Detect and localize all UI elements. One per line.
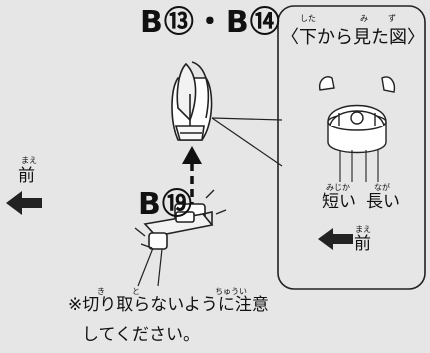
inset-guide-lines	[339, 150, 379, 182]
lower-part-label: B⑲	[138, 187, 193, 222]
note-furigana-ki: き	[97, 287, 105, 296]
bottom-view-panel	[277, 5, 426, 290]
bottom-view-furigana-shita: した	[300, 14, 316, 23]
left-front-arrow	[6, 191, 42, 215]
lower-part-drawing	[143, 203, 214, 250]
note-line-1: ※切り取らないように注意	[68, 295, 269, 315]
note-leader-lines	[137, 247, 163, 287]
left-front-furigana: まえ	[21, 156, 37, 165]
note-furigana-to: と	[132, 287, 140, 296]
left-front-label: 前	[18, 166, 35, 186]
inset-front-furigana: まえ	[355, 225, 371, 234]
short-label-furigana: みじか	[326, 183, 350, 192]
motion-marks	[134, 189, 227, 249]
long-label-furigana: なが	[374, 183, 390, 192]
long-label: 長い	[366, 192, 400, 212]
note-furigana-chuui: ちゅうい	[215, 287, 247, 296]
upper-part-drawing	[171, 61, 213, 141]
inset-front-label: 前	[354, 234, 371, 254]
note-line-2: してください。	[82, 325, 200, 345]
inset-front-arrow	[318, 228, 353, 250]
leader-lines	[211, 117, 283, 167]
upper-part-label: B⑬・B⑭	[140, 5, 281, 40]
bottom-view-furigana-zu: ず	[388, 14, 396, 23]
bottom-view-heading: 〈下から見た図〉	[281, 27, 425, 48]
bottom-view-drawing	[318, 76, 396, 154]
assembly-arrow	[182, 146, 202, 210]
bottom-view-furigana-mi: み	[360, 14, 368, 23]
short-label: 短い	[322, 192, 356, 212]
